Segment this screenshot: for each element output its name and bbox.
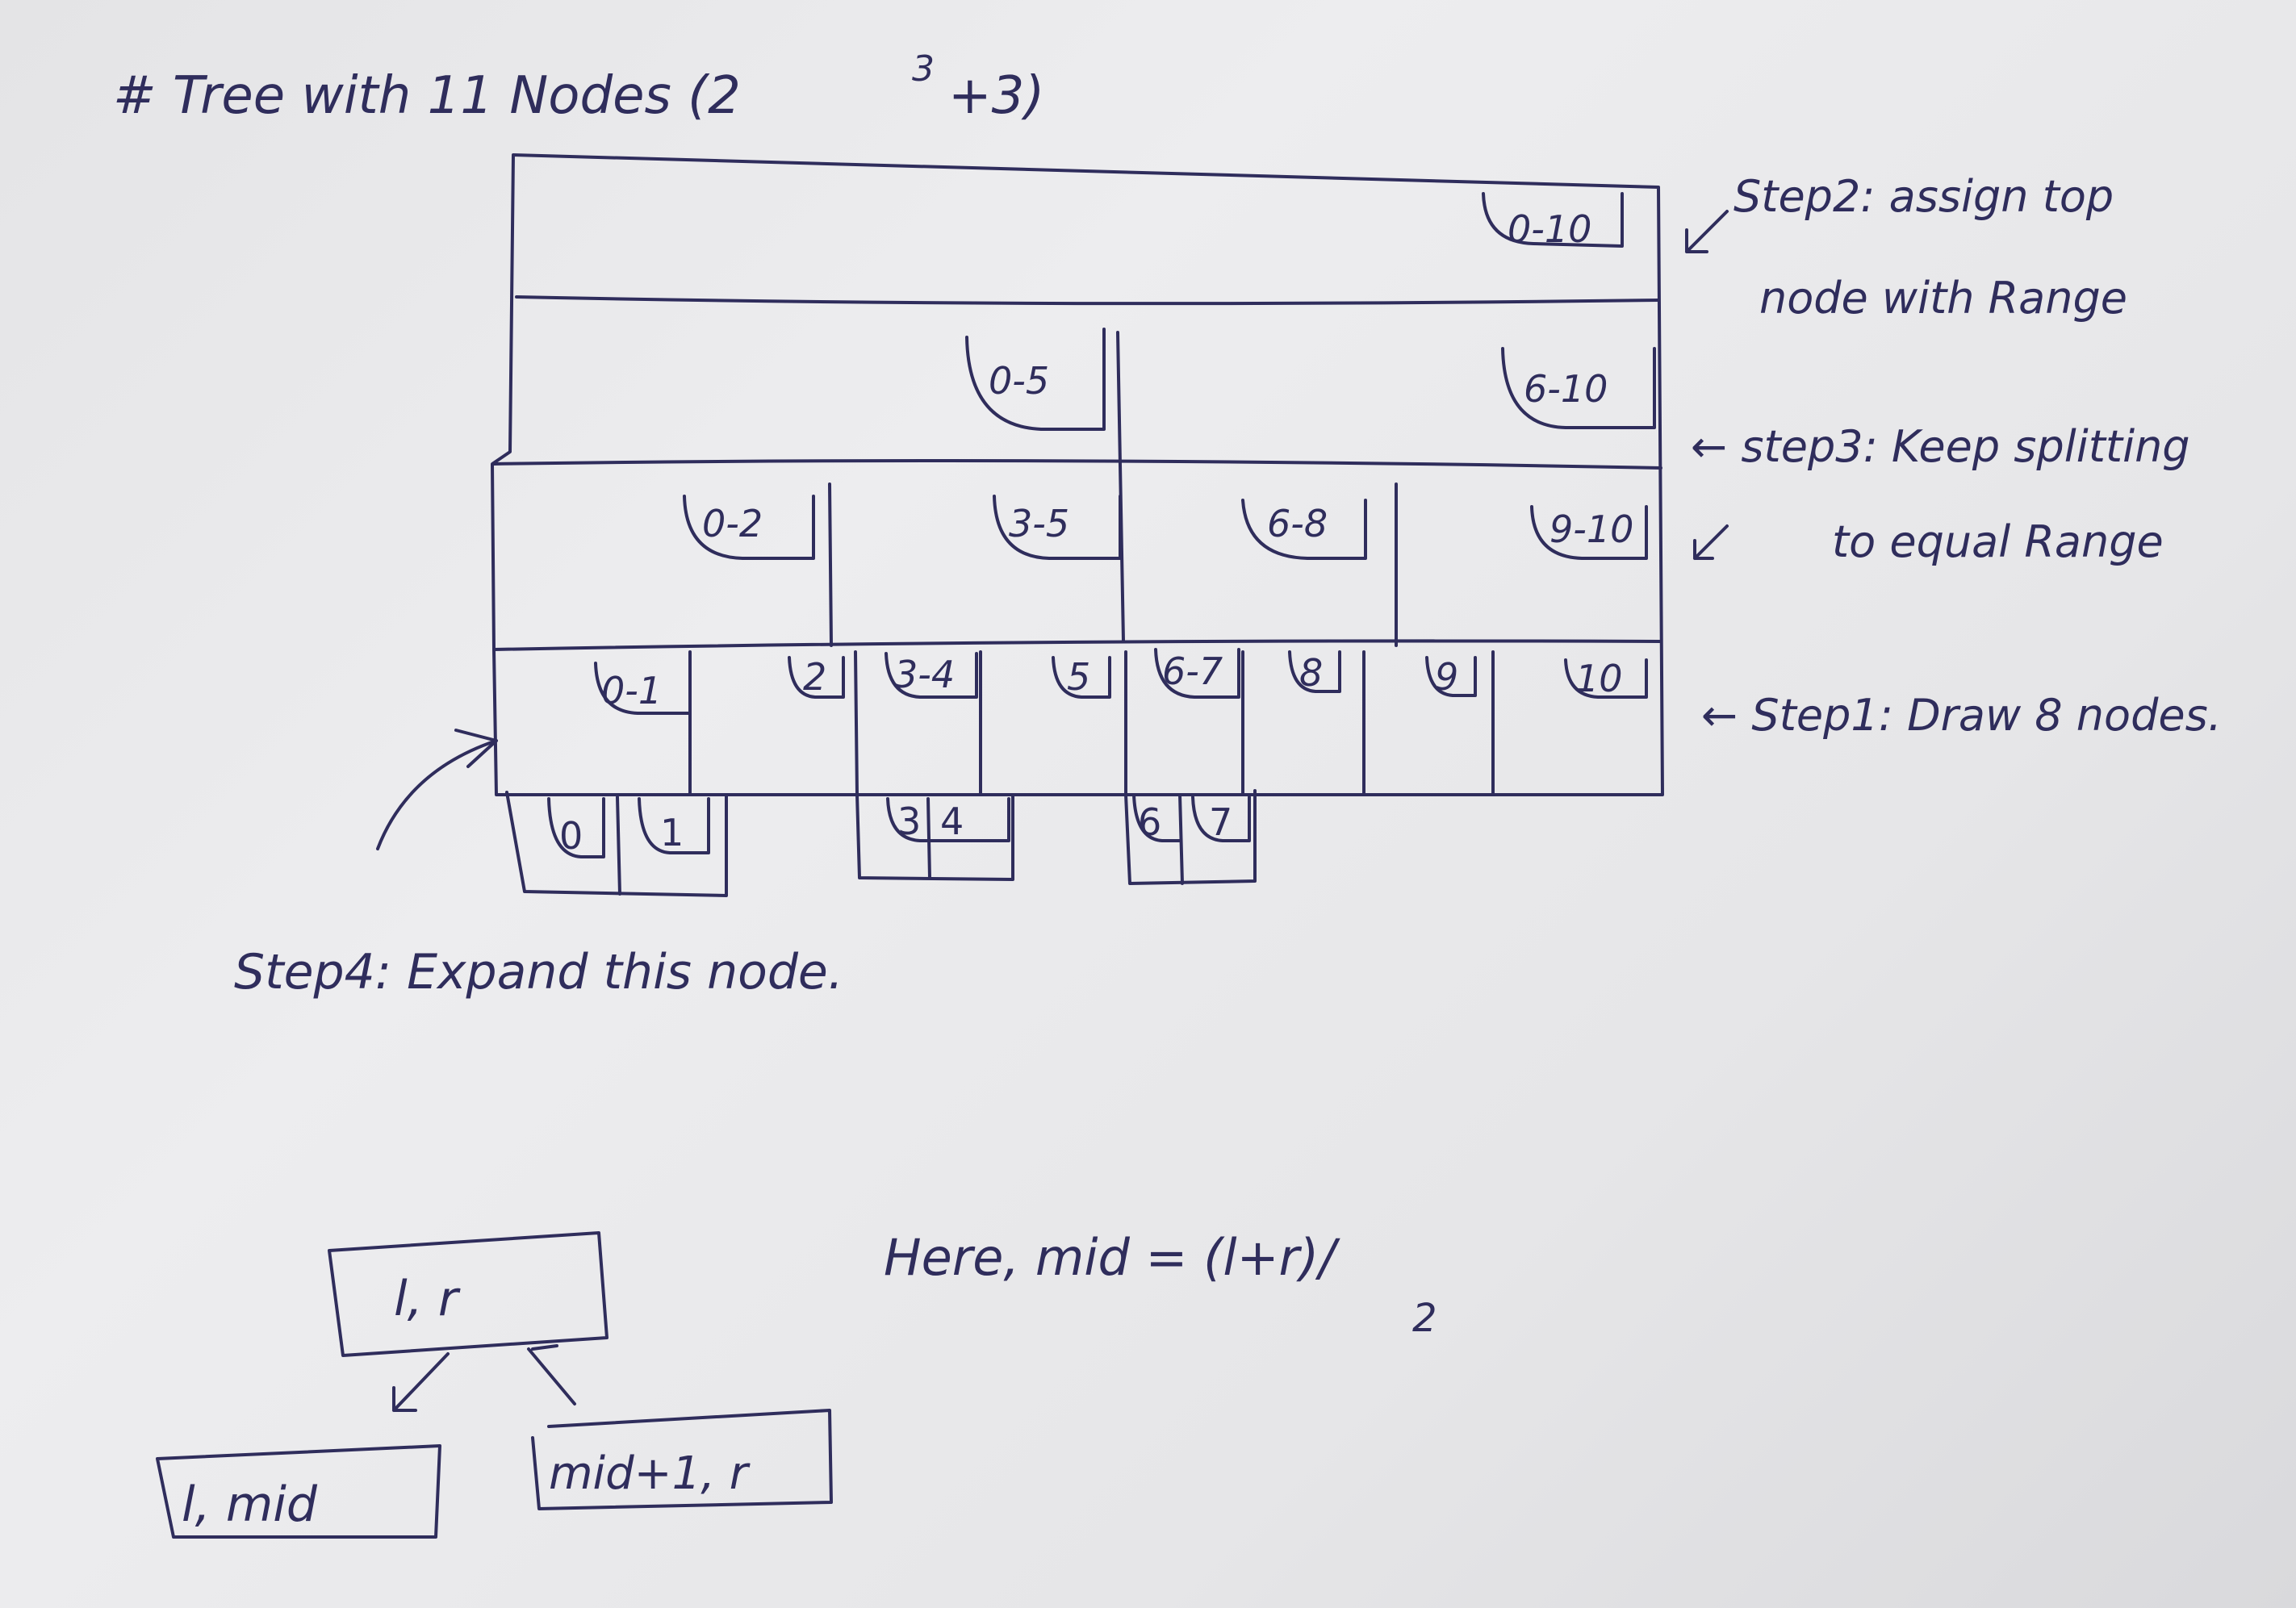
right-child-box bbox=[531, 1409, 833, 1510]
leaf-tab-7 bbox=[1191, 796, 1251, 842]
tab-8 bbox=[1288, 650, 1341, 693]
edge-left bbox=[392, 1352, 450, 1412]
band-line-3 bbox=[492, 639, 1662, 651]
leaf-tab-3-4 bbox=[886, 797, 1010, 842]
level1-divider bbox=[1116, 331, 1125, 643]
step1-label: ← Step1: Draw 8 nodes. bbox=[1701, 690, 2222, 741]
edge-right bbox=[527, 1344, 576, 1405]
node-9-10: 9-10 bbox=[1549, 507, 1633, 551]
step3-line2: to equal Range bbox=[1832, 516, 2164, 567]
node-2: 2 bbox=[803, 655, 826, 699]
expand-arrow-head bbox=[454, 729, 498, 768]
node-9: 9 bbox=[1435, 655, 1458, 699]
leaf-7: 7 bbox=[1209, 800, 1232, 844]
mid-formula: Here, mid = (l+r)/ 2 bbox=[884, 1228, 1437, 1341]
leaf-box-0-1 bbox=[505, 791, 728, 897]
tab-6-8 bbox=[1241, 499, 1367, 560]
left-child-label: l, mid bbox=[182, 1476, 318, 1533]
node-5: 5 bbox=[1067, 655, 1090, 699]
leaf-0: 0 bbox=[559, 814, 583, 858]
node-3-4: 3-4 bbox=[894, 653, 955, 696]
expand-arrow bbox=[376, 729, 498, 850]
tab-2 bbox=[788, 656, 845, 699]
tab-6-7 bbox=[1154, 648, 1240, 699]
right-child-label: mid+1, r bbox=[549, 1447, 751, 1500]
tab-10 bbox=[1564, 658, 1648, 699]
tab-9 bbox=[1425, 656, 1477, 697]
level3-divider-2 bbox=[854, 650, 859, 796]
tab-6-10 bbox=[1501, 347, 1656, 429]
band-line-2 bbox=[492, 459, 1662, 470]
parent-label: l, r bbox=[394, 1271, 461, 1327]
step4-label: Step4: Expand this node. bbox=[234, 944, 843, 1000]
tab-3-4 bbox=[885, 652, 978, 699]
leaf-tab-1 bbox=[638, 797, 710, 854]
expanded-leaves: 0 1 3 4 6 7 bbox=[505, 789, 1257, 897]
node-6-7: 6-7 bbox=[1162, 649, 1223, 693]
leaf-4: 4 bbox=[940, 800, 964, 843]
tab-0-1 bbox=[594, 662, 692, 715]
step2-line2: node with Range bbox=[1759, 273, 2127, 324]
title: # Tree with 11 Nodes (2 3 +3) bbox=[113, 48, 1044, 126]
left-child-box bbox=[156, 1444, 441, 1539]
leaf-6: 6 bbox=[1138, 800, 1161, 844]
step3-line1: ← step3: Keep splitting bbox=[1691, 421, 2190, 472]
leaf-divider-6-7 bbox=[1178, 793, 1184, 885]
title-exponent: 3 bbox=[912, 48, 935, 90]
label-tabs: 0-10 0-5 6-10 0-2 3-5 6-8 9-10 0-1 2 3-4… bbox=[594, 192, 1656, 715]
title-tail: +3) bbox=[948, 66, 1044, 126]
leaf-divider-0-1 bbox=[616, 796, 621, 896]
title-text: # Tree with 11 Nodes (2 bbox=[113, 66, 741, 126]
tab-5 bbox=[1052, 656, 1111, 699]
expand-arrow-curve bbox=[376, 739, 498, 850]
formula-text: Here, mid = (l+r)/ bbox=[884, 1228, 1340, 1287]
tab-0-2 bbox=[683, 495, 815, 560]
node-0-2: 0-2 bbox=[702, 502, 763, 545]
leaf-1: 1 bbox=[660, 811, 684, 854]
tree-grid bbox=[491, 153, 1664, 796]
node-0-10: 0-10 bbox=[1508, 207, 1591, 251]
tab-0-5 bbox=[965, 328, 1106, 431]
band-line-1 bbox=[515, 295, 1660, 306]
tree-outer-frame bbox=[491, 153, 1664, 796]
tab-9-10 bbox=[1530, 505, 1648, 560]
tab-3-5 bbox=[993, 495, 1122, 560]
node-6-8: 6-8 bbox=[1267, 502, 1328, 545]
step3-arrow bbox=[1693, 524, 1729, 560]
parent-box bbox=[328, 1231, 609, 1357]
step2-arrow bbox=[1685, 210, 1729, 253]
node-8: 8 bbox=[1299, 651, 1323, 695]
node-0-1: 0-1 bbox=[601, 669, 662, 712]
node-3-5: 3-5 bbox=[1009, 502, 1069, 545]
leaf-tab-0 bbox=[547, 797, 605, 858]
leaf-3: 3 bbox=[897, 800, 921, 843]
formula-denominator: 2 bbox=[1412, 1296, 1437, 1341]
step2-line1: Step2: assign top bbox=[1734, 171, 2114, 222]
node-6-10: 6-10 bbox=[1524, 367, 1608, 411]
recursion-tree: l, r l, mid mid+1, r bbox=[156, 1231, 833, 1539]
annotations: Step2: assign top node with Range ← step… bbox=[234, 171, 2222, 1000]
level2-divider-a bbox=[828, 482, 833, 647]
node-0-5: 0-5 bbox=[989, 359, 1049, 403]
node-10: 10 bbox=[1575, 657, 1623, 700]
leaf-box-6-7 bbox=[1124, 789, 1257, 885]
leaf-divider-3-4 bbox=[926, 797, 931, 879]
leaf-box-3-4 bbox=[855, 793, 1014, 881]
leaf-tab-6 bbox=[1132, 793, 1181, 842]
tab-0-10 bbox=[1482, 192, 1624, 248]
